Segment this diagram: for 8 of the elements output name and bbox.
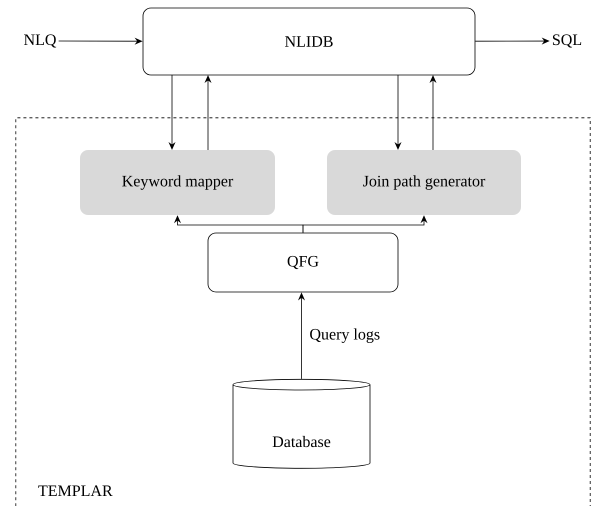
edge-label: Query logs [308, 327, 382, 344]
database-cylinder: Database [232, 378, 370, 469]
process-box: NLIDB [142, 8, 476, 76]
module-box: Keyword mapper [80, 150, 275, 215]
node-label: SQL [552, 34, 582, 48]
node-label: NLQ [24, 34, 56, 48]
process-box: QFG [208, 232, 398, 292]
module-box: Join path generator [327, 150, 521, 215]
